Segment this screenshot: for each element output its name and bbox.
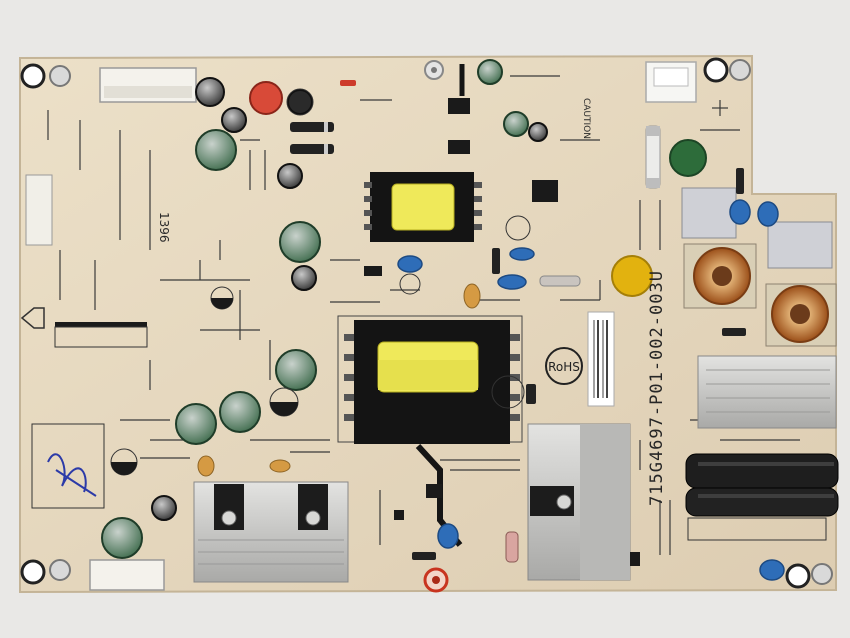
silkscreen-box [54, 326, 148, 348]
blue-y-capacitors [397, 199, 785, 581]
x-capacitor [681, 187, 833, 269]
heatsink-center [527, 423, 631, 581]
part-number-label: 715G4697-P01-002-003U [647, 270, 667, 506]
arrow-icon [20, 307, 45, 329]
rohs-label: RoHS [548, 360, 580, 374]
connector-top [99, 67, 197, 103]
mounting-holes [20, 57, 833, 593]
transformer-large [337, 315, 523, 444]
electrolytic-capacitors-black [151, 77, 548, 521]
silkscreen-symbols [110, 88, 531, 476]
rohs-symbol [545, 347, 583, 385]
ic-chips [364, 98, 640, 566]
board-mark: 1396 [157, 212, 171, 243]
axial-components [290, 80, 746, 563]
heatsink-right [697, 355, 837, 429]
transformer-small [364, 172, 482, 242]
bulk-electrolytic-capacitors [685, 453, 839, 517]
common-mode-choke [683, 243, 837, 347]
ceramic-caps-orange [197, 283, 481, 477]
connector-bottom [89, 559, 165, 591]
silkscreen-box [687, 517, 827, 541]
ptc-thermistor [611, 255, 653, 297]
heatsink-left [193, 481, 349, 583]
barcode-sticker [587, 311, 615, 407]
connector-mains [645, 61, 697, 103]
connector-side [25, 174, 53, 246]
handwritten-mark [31, 423, 105, 509]
electrolytic-capacitors-green [101, 59, 529, 559]
varistor [669, 139, 707, 177]
electrolytic-capacitor-red [249, 81, 283, 115]
fuse [645, 125, 661, 189]
caution-label: CAUTION [581, 98, 591, 139]
silkscreen-bar [55, 322, 147, 327]
